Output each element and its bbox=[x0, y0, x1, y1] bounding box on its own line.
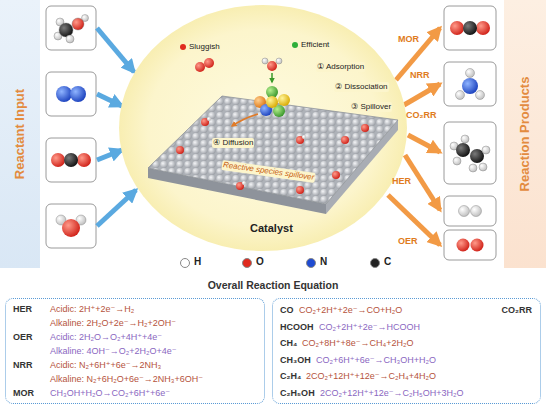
reaction-equation: CO₂+8H⁺+8e⁻→CH₄+2H₂O bbox=[302, 338, 413, 349]
oxygen-product bbox=[457, 239, 484, 252]
co2-product bbox=[450, 21, 490, 35]
sluggish-dot bbox=[180, 44, 186, 50]
reaction-label: HER bbox=[392, 176, 411, 187]
legend-text: N bbox=[320, 256, 327, 268]
reaction-label: CO₂RR bbox=[406, 110, 437, 121]
reaction-name: OER bbox=[13, 332, 33, 343]
reaction-name: NRR bbox=[13, 360, 33, 371]
methanol-molecule bbox=[54, 15, 89, 44]
product-boxes bbox=[444, 6, 496, 260]
adsorbing-water bbox=[262, 58, 282, 82]
panel-title: Reactant Input bbox=[12, 89, 28, 179]
spillover-arrow bbox=[232, 114, 258, 126]
reaction-name: HCOOH bbox=[280, 322, 314, 333]
equation-box: HER Acidic: 2H⁺+2e⁻→H₂ Alkaline: 2H₂O+2e⁻→… bbox=[5, 298, 265, 404]
reaction-label: OER bbox=[398, 236, 418, 247]
equation-box: CO CO₂+2H⁺+2e⁻→CO+H₂O CO₂RR HCOOH CO₂+2H⁺+2e… bbox=[272, 298, 541, 404]
reaction-equation: 2CO₂+12H⁺+12e⁻→C₂H₄+4H₂O bbox=[306, 371, 436, 382]
legend-swatch bbox=[180, 258, 190, 268]
input-panel: Reactant Input bbox=[0, 0, 40, 268]
catalyst-label: Catalyst bbox=[250, 222, 293, 235]
reaction-name: HER bbox=[13, 304, 32, 315]
species-label: Sluggish bbox=[188, 42, 221, 52]
reaction-equation: CO₂+2H⁺+2e⁻→HCOOH bbox=[319, 322, 420, 333]
reaction-name: CO bbox=[280, 305, 294, 316]
step-label: ③ Spillover bbox=[350, 102, 392, 112]
reaction-name: CH₃OH bbox=[280, 355, 311, 366]
reaction-equation: Acidic: 2H⁺+2e⁻→H₂ bbox=[50, 304, 134, 315]
reaction-equation: Alkaline: 4OH⁻→O₂+2H₂O+4e⁻ bbox=[50, 346, 177, 357]
efficient-dot bbox=[292, 42, 298, 48]
reaction-name: CH₄ bbox=[280, 338, 297, 349]
species-label: Efficient bbox=[300, 40, 330, 50]
legend-text: C bbox=[384, 256, 391, 268]
hydrogen-product bbox=[459, 206, 482, 217]
catalyst-illustration bbox=[118, 4, 408, 252]
hydrocarbon-product bbox=[450, 135, 490, 172]
legend-swatch bbox=[242, 258, 252, 268]
reaction-equation: CO₂+2H⁺+2e⁻→CO+H₂O bbox=[299, 305, 402, 316]
section-heading: Overall Reaction Equation bbox=[208, 279, 339, 292]
reaction-equation: Alkaline: 2H₂O+2e⁻→H₂+2OH⁻ bbox=[50, 318, 176, 329]
group-label: CO₂RR bbox=[502, 305, 533, 316]
panel-title: Reaction Products bbox=[517, 77, 533, 192]
reaction-label: NRR bbox=[410, 70, 430, 81]
reaction-equation: 2CO₂+12H⁺+12e⁻→C₂H₅OH+3H₂O bbox=[320, 388, 463, 399]
reaction-equation: CH₃OH+H₂O→CO₂+6H⁺+6e⁻ bbox=[50, 388, 170, 399]
reaction-equation: CO₂+6H⁺+6e⁻→CH₃OH+H₂O bbox=[316, 355, 436, 366]
catalyst-ellipse: Sluggish Efficient ① Adsorption ② Dissociat… bbox=[118, 4, 408, 252]
reaction-name: C₂H₅OH bbox=[280, 388, 315, 399]
reaction-equation: Acidic: N₂+6H⁺+6e⁻→2NH₃ bbox=[50, 360, 161, 371]
step-label: ① Adsorption bbox=[316, 62, 365, 72]
water-molecule bbox=[56, 215, 86, 237]
reaction-equation: Alkaline: N₂+6H₂O+6e⁻→2NH₃+6OH⁻ bbox=[50, 374, 203, 385]
sluggish-oxygen bbox=[195, 58, 214, 72]
legend-swatch bbox=[370, 258, 380, 268]
co2-molecule bbox=[51, 153, 91, 167]
legend-text: H bbox=[194, 256, 201, 268]
step-label: ④ Diffusion bbox=[212, 138, 254, 148]
catalyst-slab bbox=[148, 96, 398, 214]
reactant-boxes bbox=[46, 6, 96, 248]
legend-swatch bbox=[306, 258, 316, 268]
reaction-name: MOR bbox=[13, 388, 34, 399]
reaction-name: C₂H₄ bbox=[280, 371, 301, 382]
reaction-label: MOR bbox=[398, 34, 419, 45]
metal-cluster bbox=[254, 86, 290, 117]
spilled-species bbox=[176, 117, 369, 194]
nitrogen-molecule bbox=[56, 86, 86, 102]
ammonia-product bbox=[456, 69, 485, 100]
reaction-equation: Acidic: 2H₂O→O₂+4H⁺+4e⁻ bbox=[50, 332, 162, 343]
legend-text: O bbox=[256, 256, 264, 268]
output-panel: Reaction Products bbox=[504, 0, 546, 268]
step-label: ② Dissociation bbox=[334, 82, 389, 92]
